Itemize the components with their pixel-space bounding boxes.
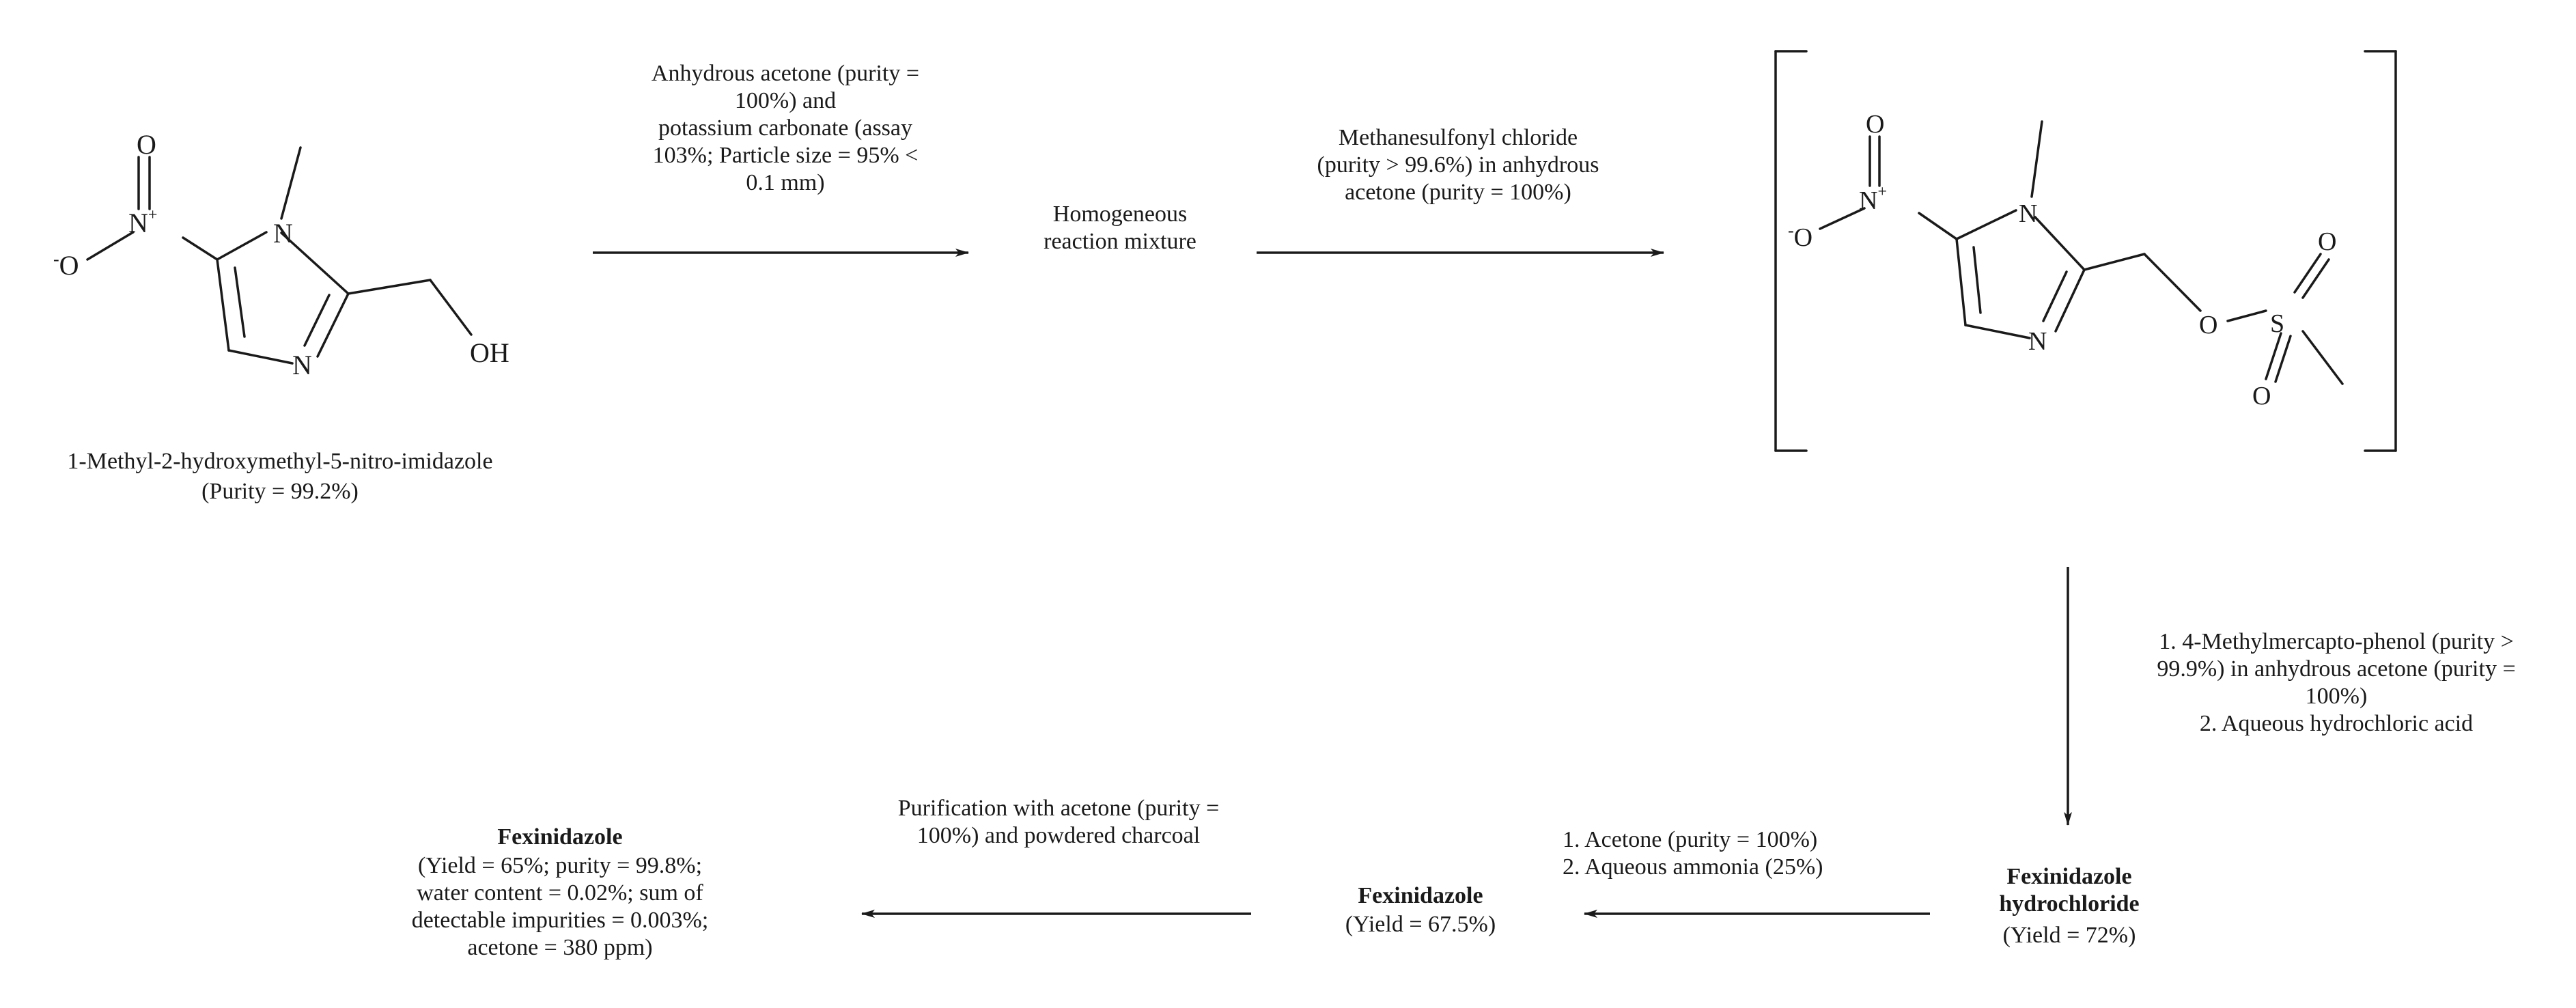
- ring-bond-double: [1972, 246, 1982, 314]
- ring-bond: [216, 231, 268, 261]
- ch2-o-bond: [2143, 253, 2202, 312]
- ring-bond-double: [2042, 270, 2068, 322]
- atom-label: -O: [53, 249, 79, 281]
- ring-bond: [1955, 238, 1967, 326]
- atom-label: N+: [1859, 183, 1887, 215]
- nitro-bond: [182, 236, 219, 261]
- atom-label: N: [2019, 199, 2037, 228]
- atom-label: OH: [470, 337, 509, 368]
- step2-conditions: Methanesulfonyl chloride (purity > 99.6%…: [1317, 125, 1599, 205]
- ring-bond: [216, 258, 230, 352]
- atom-label: N: [273, 218, 293, 249]
- atom-label: O: [137, 129, 156, 160]
- ring-bond: [227, 349, 294, 365]
- ch2-oh-bond: [429, 279, 473, 336]
- ring-bond: [2054, 268, 2086, 333]
- methyl-bond: [2030, 120, 2043, 198]
- atom-label: N+: [128, 206, 157, 238]
- final-fexinidazole-details: (Yield = 65%; purity = 99.8%; water cont…: [411, 853, 709, 960]
- atom-label: O: [2252, 382, 2271, 410]
- atom-label: O: [2199, 311, 2217, 339]
- o-s-bond: [2226, 309, 2267, 322]
- final-fexinidazole-name: Fexinidazole: [497, 824, 623, 850]
- ring-bond: [1964, 324, 2031, 339]
- atom-label: N: [2028, 327, 2047, 356]
- hydrochloride-name: Fexinidazole hydrochloride: [1999, 864, 2140, 916]
- ring-bond: [2034, 216, 2086, 271]
- atom-label: O: [2318, 227, 2336, 256]
- starting-material-name: 1-Methyl-2-hydroxymethyl-5-nitro-imidazo…: [67, 449, 493, 474]
- ring-bond-double: [303, 294, 331, 347]
- methyl-bond: [280, 146, 302, 220]
- s-o-double-bond-d: [2274, 335, 2292, 383]
- crude-fexinidazole-yield: (Yield = 67.5%): [1345, 912, 1496, 937]
- ring-bond: [316, 292, 350, 358]
- crude-fexinidazole-name: Fexinidazole: [1358, 883, 1483, 908]
- step4-conditions: 1. Acetone (purity = 100%) 2. Aqueous am…: [1563, 827, 1823, 880]
- atom-label: O: [1866, 110, 1884, 139]
- s-o-double-bond-b: [2301, 258, 2330, 299]
- starting-material-purity: (Purity = 99.2%): [201, 479, 359, 504]
- nitro-o-minus-bond: [86, 231, 135, 261]
- s-ch3-bond: [2301, 330, 2344, 385]
- ring-bond-double: [234, 266, 246, 338]
- atom-label: -O: [1788, 221, 1812, 252]
- ch2-bond: [347, 279, 432, 295]
- atom-label: S: [2270, 309, 2284, 338]
- step3-conditions: 1. 4-Methylmercapto-phenol (purity > 99.…: [2157, 629, 2516, 736]
- step5-conditions: Purification with acetone (purity = 100%…: [897, 796, 1220, 848]
- hydrochloride-yield: (Yield = 72%): [2002, 923, 2136, 948]
- homogeneous-mixture-label: Homogeneous reaction mixture: [1044, 201, 1196, 254]
- ring-bond: [280, 232, 350, 295]
- step1-conditions: Anhydrous acetone (purity = 100%) and po…: [651, 61, 920, 195]
- s-o-double-bond-c: [2265, 332, 2282, 380]
- s-o-double-bond-a: [2293, 253, 2322, 294]
- ch2-bond: [2083, 253, 2146, 271]
- nitro-bond: [1918, 212, 1958, 240]
- nitro-o-minus-bond: [1819, 207, 1866, 230]
- mesylate-structure: [1774, 50, 2397, 452]
- ring-bond: [1955, 209, 2017, 240]
- starting-material-structure: [86, 146, 473, 365]
- atom-label: N: [292, 350, 312, 380]
- reaction-arrows: [593, 249, 2072, 918]
